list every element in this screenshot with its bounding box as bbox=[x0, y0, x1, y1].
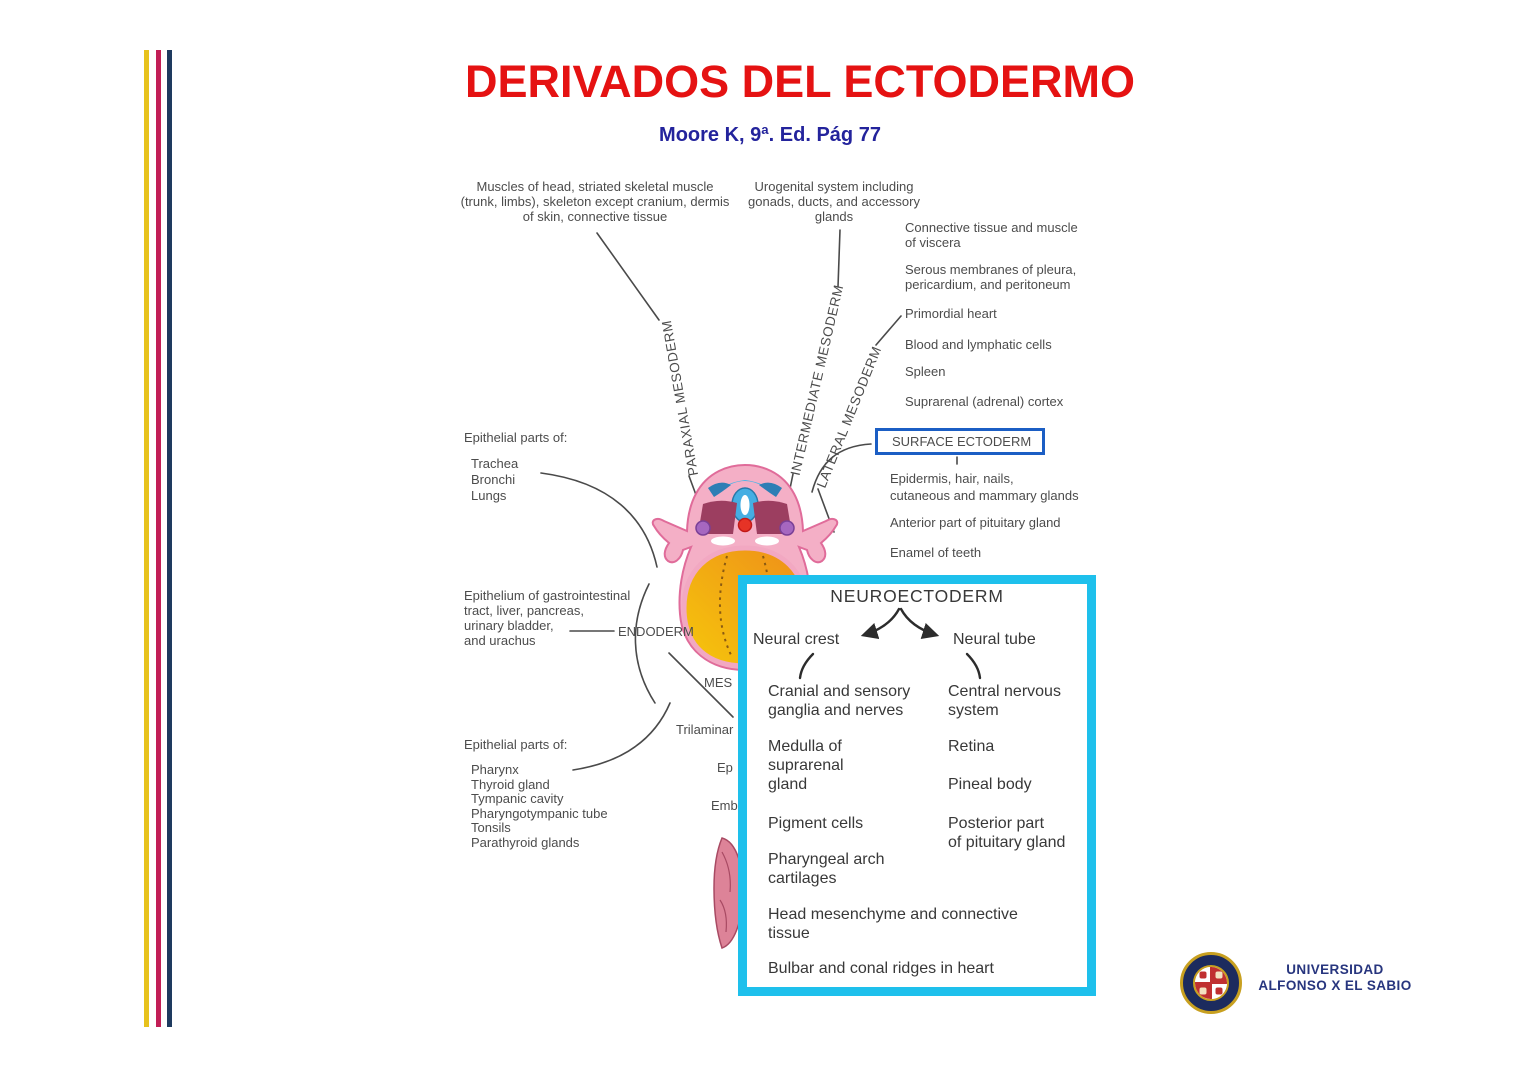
page-title: DERIVADOS DEL ECTODERMO bbox=[464, 56, 1136, 107]
partial-ep-label: Ep bbox=[717, 760, 733, 775]
neural-tube-item: Posterior part of pituitary gland bbox=[948, 815, 1066, 851]
accent-stripe-navy bbox=[167, 50, 172, 1027]
neural-tube-item: Retina bbox=[948, 738, 995, 755]
lateral-mesoderm-item: Spleen bbox=[905, 364, 946, 379]
neural-tube bbox=[731, 487, 759, 523]
neural-crest-left bbox=[708, 482, 731, 497]
label-urogenital-derivatives: Urogenital system including gonads, duct… bbox=[748, 179, 920, 224]
neural-crest-item: Medulla of suprarenal gland bbox=[768, 738, 844, 793]
neural-crest-item: Head mesenchyme and connective tissue bbox=[768, 906, 1018, 942]
neural-tube-item: Central nervous system bbox=[948, 683, 1061, 719]
neural-crest-item: Pharyngeal arch cartilages bbox=[768, 851, 885, 887]
neural-crest-item: Pigment cells bbox=[768, 815, 864, 832]
seal-quarter bbox=[1211, 983, 1227, 999]
university-seal-icon bbox=[1180, 952, 1242, 1014]
surface-ectoderm-fold bbox=[719, 480, 771, 492]
seal-quarter bbox=[1195, 983, 1211, 999]
university-name: UNIVERSIDAD ALFONSO X EL SABIO bbox=[1250, 962, 1420, 994]
neural-crest-item: Bulbar and conal ridges in heart bbox=[768, 960, 994, 977]
neuroectoderm-title: NEUROECTODERM bbox=[830, 586, 1004, 606]
coelom-right bbox=[755, 536, 779, 546]
surface-ectoderm-box: SURFACE ECTODERM bbox=[875, 428, 1045, 455]
coelom-left bbox=[711, 536, 735, 546]
seal-quarter bbox=[1195, 967, 1211, 983]
paraxial-mesoderm-label: PARAXIAL MESODERM bbox=[658, 318, 702, 478]
somite-left bbox=[698, 500, 737, 534]
university-name-line1: UNIVERSIDAD bbox=[1286, 962, 1384, 977]
pharyngeal-items: Pharynx Thyroid gland Tympanic cavity Ph… bbox=[471, 762, 608, 850]
somite-right bbox=[753, 500, 792, 534]
surface-ectoderm-item: Anterior part of pituitary gland bbox=[890, 515, 1061, 530]
partial-emb-label: Emb bbox=[711, 798, 738, 813]
notochord-dot bbox=[737, 517, 753, 533]
respiratory-items: Trachea Bronchi Lungs bbox=[471, 456, 519, 503]
respiratory-heading: Epithelial parts of: bbox=[464, 430, 568, 445]
lateral-mesoderm-item: Connective tissue and muscle of viscera bbox=[905, 220, 1078, 250]
neural-canal bbox=[740, 495, 750, 515]
accent-stripe-crimson bbox=[156, 50, 161, 1027]
partial-trilaminar-label: Trilaminar bbox=[676, 722, 734, 737]
neural-tube-label: Neural tube bbox=[953, 631, 1036, 648]
page-subtitle: Moore K, 9ª. Ed. Pág 77 bbox=[659, 124, 881, 146]
neural-crest-item: Cranial and sensory ganglia and nerves bbox=[768, 683, 911, 719]
seal-shield bbox=[1193, 965, 1229, 1001]
intermediate-mesoderm-left bbox=[695, 520, 711, 536]
endoderm-derivatives: Epithelium of gastrointestinal tract, li… bbox=[464, 588, 631, 648]
university-name-line2: ALFONSO X EL SABIO bbox=[1258, 978, 1412, 993]
label-somite-derivatives: Muscles of head, striated skeletal muscl… bbox=[460, 179, 730, 224]
neural-crest-right bbox=[759, 482, 782, 497]
surface-ectoderm-item: Epidermis, hair, nails, cutaneous and ma… bbox=[890, 471, 1079, 503]
neural-tube-item: Pineal body bbox=[948, 776, 1032, 793]
lateral-mesoderm-item: Primordial heart bbox=[905, 306, 997, 321]
pharyngeal-heading: Epithelial parts of: bbox=[464, 737, 568, 752]
lateral-mesoderm-item: Blood and lymphatic cells bbox=[905, 337, 1052, 352]
lateral-mesoderm-item: Serous membranes of pleura, pericardium,… bbox=[905, 262, 1077, 292]
seal-quarter bbox=[1211, 967, 1227, 983]
lateral-mesoderm-item: Suprarenal (adrenal) cortex bbox=[905, 394, 1064, 409]
gut-dotted-line bbox=[718, 555, 732, 656]
partial-mesoderm-label: MES bbox=[704, 675, 733, 690]
intermediate-mesoderm-right bbox=[779, 520, 795, 536]
accent-stripe-yellow bbox=[144, 50, 149, 1027]
surface-ectoderm-item: Enamel of teeth bbox=[890, 545, 982, 560]
endoderm-label: ENDODERM bbox=[618, 624, 694, 639]
neural-crest-label: Neural crest bbox=[753, 631, 840, 648]
neuroectoderm-panel: NEUROECTODERM Neural crest Neural tube C… bbox=[738, 575, 1096, 996]
